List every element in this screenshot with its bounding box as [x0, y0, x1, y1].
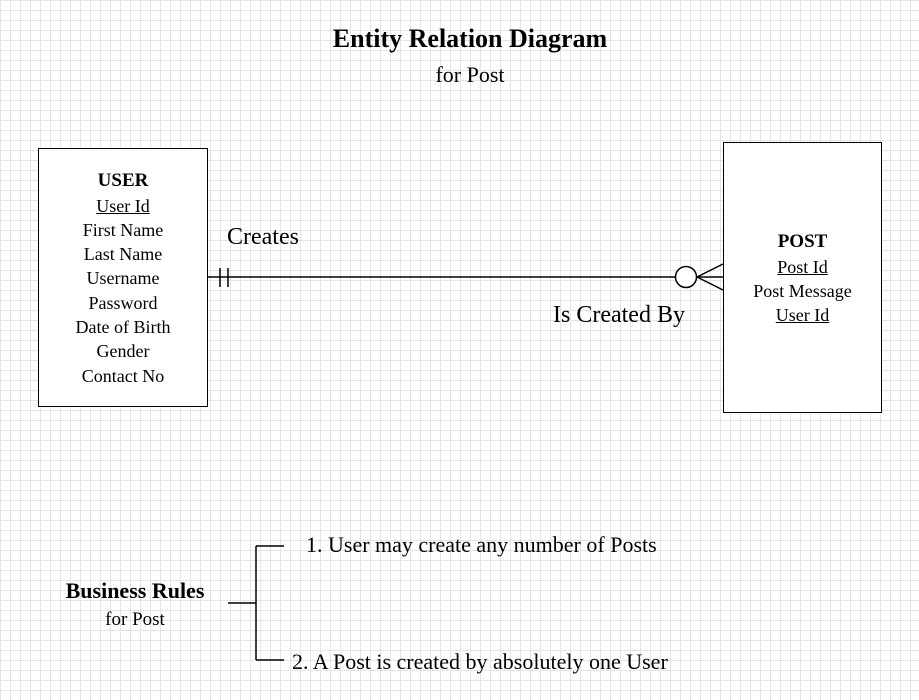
user-attr-contact-no: Contact No — [81, 365, 165, 386]
relationship-label-is-created-by: Is Created By — [553, 302, 685, 328]
business-rule-1: 1. User may create any number of Posts — [306, 532, 657, 557]
user-attr-date-of-birth: Date of Birth — [75, 316, 171, 337]
user-attr-username: Username — [86, 268, 160, 289]
post-entity-name: POST — [777, 231, 828, 252]
business-rules-title: Business Rules — [65, 578, 205, 603]
user-attr-password: Password — [88, 292, 158, 313]
post-attr-user-id: User Id — [775, 305, 830, 326]
relationship-label-creates: Creates — [227, 224, 299, 250]
diagram-subtitle: for Post — [435, 62, 505, 87]
user-attr-last-name: Last Name — [83, 244, 163, 265]
post-entity: POST Post Id Post Message User Id — [723, 142, 882, 413]
zero-marker-circle — [674, 265, 698, 289]
diagram-title: Entity Relation Diagram — [332, 24, 608, 53]
user-attr-first-name: First Name — [82, 219, 164, 240]
user-attr-user-id: User Id — [96, 195, 150, 216]
user-entity-name: USER — [97, 170, 149, 191]
user-attr-gender: Gender — [96, 341, 150, 362]
crowfoot-lower — [696, 276, 724, 291]
post-attr-post-id: Post Id — [777, 256, 828, 277]
post-attr-post-message: Post Message — [753, 280, 852, 301]
business-rules-subtitle: for Post — [105, 609, 165, 630]
crowfoot-upper — [696, 263, 724, 278]
business-rule-2: 2. A Post is created by absolutely one U… — [292, 649, 668, 674]
user-entity: USER User Id First Name Last Name Userna… — [38, 148, 208, 407]
